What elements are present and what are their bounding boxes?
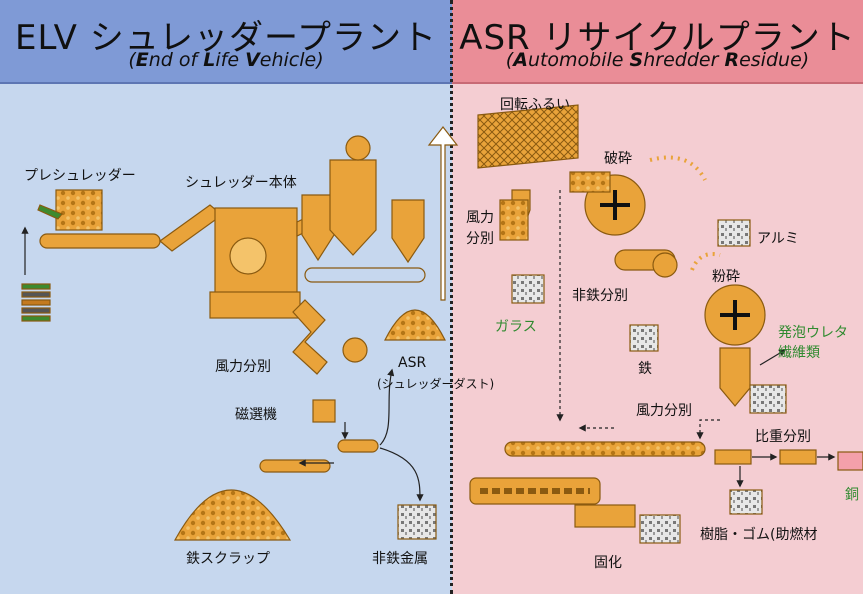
air-separator-right-2 bbox=[719, 347, 751, 407]
label-air-separator-left: 風力分別 bbox=[215, 359, 271, 375]
elv-header: ELV シュレッダープラント (End of Life Vehicle) bbox=[0, 0, 452, 84]
blower-top bbox=[345, 135, 371, 161]
label-air-separator-right-3: 風力分別 bbox=[636, 403, 692, 419]
air-separator-right bbox=[499, 199, 529, 241]
subtitle-cap-s: S bbox=[629, 49, 644, 71]
magnet-conveyor bbox=[337, 439, 379, 453]
cyclone-2 bbox=[329, 159, 377, 256]
crusher-feed bbox=[569, 171, 611, 193]
label-air-separator-right-1: 風力 bbox=[466, 210, 494, 226]
shredder-base bbox=[209, 291, 301, 319]
label-preshredder: プレシュレッダー bbox=[24, 168, 136, 184]
subtitle-cap-l: L bbox=[203, 49, 216, 71]
elv-subtitle: (End of Life Vehicle) bbox=[128, 49, 324, 71]
incline-conveyor bbox=[159, 204, 223, 252]
cyclone-3 bbox=[391, 199, 425, 264]
scrap-conveyor bbox=[259, 459, 331, 473]
label-pulverizer: 粉砕 bbox=[712, 269, 740, 285]
label-iron: 鉄 bbox=[638, 361, 652, 377]
elv-title: ELV シュレッダープラント bbox=[14, 18, 438, 58]
label-shredder-body: シュレッダー本体 bbox=[185, 175, 297, 191]
subtitle-cap-e: E bbox=[135, 49, 149, 71]
gravity-separator-1 bbox=[714, 449, 752, 465]
transfer-arrow bbox=[427, 126, 459, 301]
subtitle-cap-a: A bbox=[513, 49, 528, 71]
label-asr-note: (シュレッダーダスト) bbox=[377, 377, 495, 391]
resin-bin bbox=[729, 489, 763, 515]
solidified-bin bbox=[639, 514, 681, 544]
label-iron-scrap: 鉄スクラップ bbox=[186, 551, 270, 567]
subtitle-cap-v: V bbox=[245, 49, 260, 71]
asr-subtitle: (Automobile Shredder Residue) bbox=[505, 49, 810, 71]
gravity-separator-2 bbox=[779, 449, 817, 465]
iron-scrap-pile bbox=[173, 489, 292, 541]
asr-title: ASR リサイクルプラント bbox=[459, 18, 856, 58]
subtitle-cap-r: R bbox=[724, 49, 740, 71]
label-gravity-separator: 比重分別 bbox=[755, 429, 811, 445]
label-aluminum: アルミ bbox=[757, 231, 799, 247]
aluminum-bin bbox=[717, 219, 751, 247]
magnetic-separator bbox=[312, 399, 336, 423]
label-resin-rubber: 樹脂・ゴム(助燃材 bbox=[700, 527, 818, 543]
air-separator-duct bbox=[292, 299, 328, 375]
nonferrous-bin bbox=[397, 504, 437, 540]
label-nonferrous-metal: 非鉄金属 bbox=[372, 551, 428, 567]
label-crusher: 破砕 bbox=[604, 151, 632, 167]
label-nonferrous-sep: 非鉄分別 bbox=[572, 288, 628, 304]
label-rotary-sieve: 回転ふるい bbox=[500, 97, 570, 113]
iron-bin bbox=[629, 324, 659, 352]
label-glass: ガラス bbox=[495, 319, 537, 335]
shredder-rotor bbox=[229, 237, 267, 275]
preshredder-conveyor bbox=[39, 233, 161, 249]
asr-header: ASR リサイクルプラント (Automobile Shredder Resid… bbox=[452, 0, 863, 84]
air-separator-fan bbox=[342, 337, 368, 363]
cyclone-1 bbox=[301, 194, 335, 262]
preshredder-hopper bbox=[55, 189, 103, 231]
car-green bbox=[37, 204, 63, 220]
long-conveyor bbox=[504, 441, 706, 457]
label-solidification: 固化 bbox=[594, 555, 622, 571]
solidification-unit bbox=[574, 504, 636, 528]
label-urethane-2: 繊維類 bbox=[778, 345, 820, 361]
asr-pile bbox=[384, 309, 446, 341]
label-urethane-1: 発泡ウレタ bbox=[778, 325, 848, 341]
label-copper: 銅 bbox=[845, 487, 859, 503]
label-magnetic-separator: 磁選機 bbox=[235, 407, 277, 423]
plant-divider bbox=[450, 0, 453, 594]
urethane-bin bbox=[749, 384, 787, 414]
label-air-separator-right-2: 分別 bbox=[466, 231, 494, 247]
rotary-sieve-drum bbox=[477, 104, 579, 169]
elv-side-machinery bbox=[21, 135, 446, 541]
label-asr: ASR bbox=[398, 355, 427, 371]
copper-bin bbox=[837, 451, 863, 471]
glass-bin bbox=[511, 274, 545, 304]
asr-side-machinery bbox=[427, 104, 863, 544]
stacked-cars bbox=[21, 283, 51, 322]
return-belt bbox=[304, 267, 426, 283]
